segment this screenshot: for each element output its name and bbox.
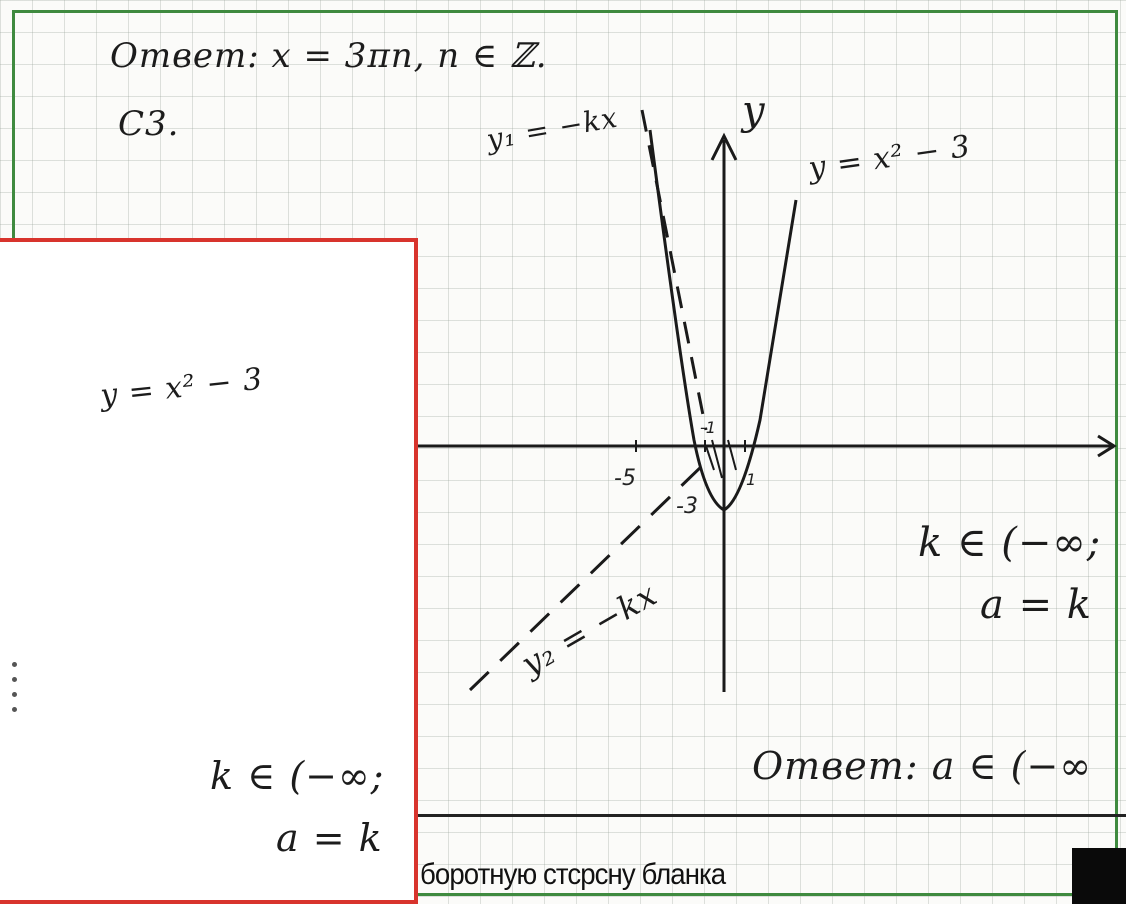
origin-hatching: [705, 439, 737, 479]
footer-divider: [418, 814, 1126, 817]
answer-top: Ответ: x = 3πn, n ∈ ℤ.: [110, 36, 548, 76]
y-axis-arrow: [710, 132, 738, 161]
corner-marker: [1072, 848, 1126, 904]
tick-label-neg1: -1: [700, 418, 716, 437]
parabola-curve: [648, 129, 798, 512]
overlay-panel: y = x² − 3 k ∈ (−∞; a = k: [0, 238, 418, 904]
margin-dots: [12, 662, 17, 722]
right-answer-line2: a = k: [980, 582, 1093, 628]
tick-label-1: 1: [746, 470, 757, 489]
right-answer-line1: k ∈ (−∞;: [918, 520, 1102, 566]
y-axis-label: y: [742, 88, 766, 134]
overlay-answer-line2: a = k: [276, 816, 383, 860]
x-axis-arrow: [1097, 434, 1117, 458]
answer-bottom: Ответ: a ∈ (−∞: [752, 744, 1092, 788]
overlay-answer-line1: k ∈ (−∞;: [210, 754, 385, 798]
tick-label-neg5: -5: [614, 466, 636, 491]
footer-text: боротную стсрсну бланка: [420, 858, 726, 891]
problem-number: C3.: [118, 104, 180, 144]
dashed-line-y2: [468, 462, 706, 692]
dashed-line-y1: [640, 109, 708, 431]
tick-label-neg3: -3: [676, 494, 698, 519]
overlay-formula: y = x² − 3: [98, 361, 265, 414]
